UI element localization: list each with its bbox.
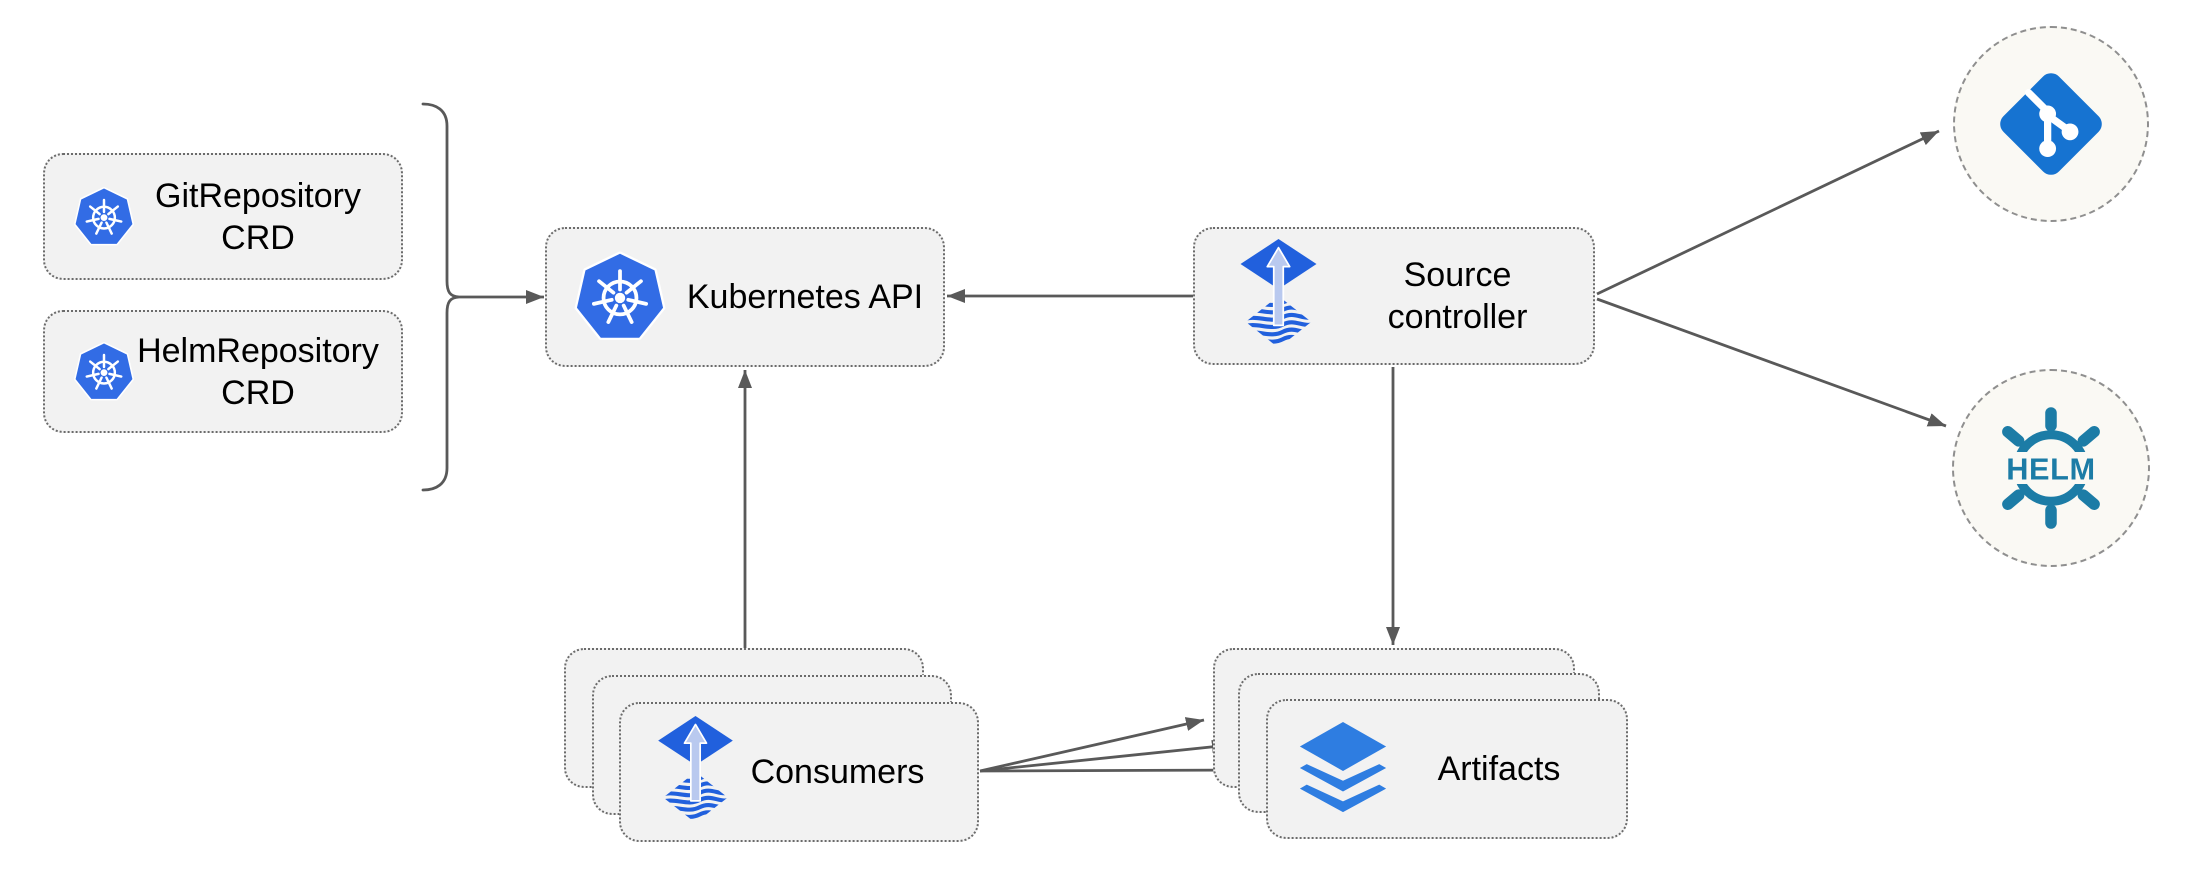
node-label-line2: controller	[1387, 298, 1528, 336]
helm-icon: HELM	[1987, 404, 2115, 532]
layers-icon	[1294, 720, 1392, 818]
node-label-line2: CRD	[221, 218, 295, 257]
node-label-line2: CRD	[221, 373, 295, 412]
node-label: HelmRepository CRD	[135, 330, 401, 414]
node-label: GitRepository CRD	[135, 175, 401, 259]
node-consumers: Consumers	[619, 702, 979, 842]
node-source-controller: Source controller	[1193, 227, 1595, 365]
node-label: Source controller	[1322, 254, 1593, 338]
node-label-line1: Source	[1403, 256, 1512, 294]
crd-brace	[421, 102, 460, 492]
arrow-source-to-git	[1596, 129, 1940, 296]
kubernetes-icon	[73, 341, 135, 403]
flux-source-icon	[653, 716, 738, 828]
node-label: Consumers	[750, 753, 925, 791]
git-icon	[1995, 68, 2107, 180]
flux-source-icon	[1235, 239, 1322, 353]
arrow-consumers-to-artifacts-3	[979, 763, 1257, 778]
node-label: Artifacts	[1437, 750, 1561, 788]
node-artifacts: Artifacts	[1266, 699, 1628, 839]
kubernetes-icon	[573, 250, 667, 344]
arrow-source-to-helm	[1596, 297, 1947, 428]
node-label: Kubernetes API	[686, 278, 924, 316]
kubernetes-icon	[73, 186, 135, 248]
helm-endpoint-circle: HELM	[1952, 369, 2150, 567]
arrow-consumers-to-artifacts-2	[979, 739, 1231, 773]
node-label-line1: GitRepository	[155, 176, 361, 215]
helm-logo-text: HELM	[2006, 452, 2096, 487]
node-label-line1: HelmRepository	[137, 331, 379, 370]
node-helmrepository-crd: HelmRepository CRD	[43, 310, 403, 433]
node-gitrepository-crd: GitRepository CRD	[43, 153, 403, 280]
arrow-consumers-to-artifacts-1	[979, 717, 1205, 773]
git-endpoint-circle	[1953, 26, 2149, 222]
node-kubernetes-api: Kubernetes API	[545, 227, 945, 367]
